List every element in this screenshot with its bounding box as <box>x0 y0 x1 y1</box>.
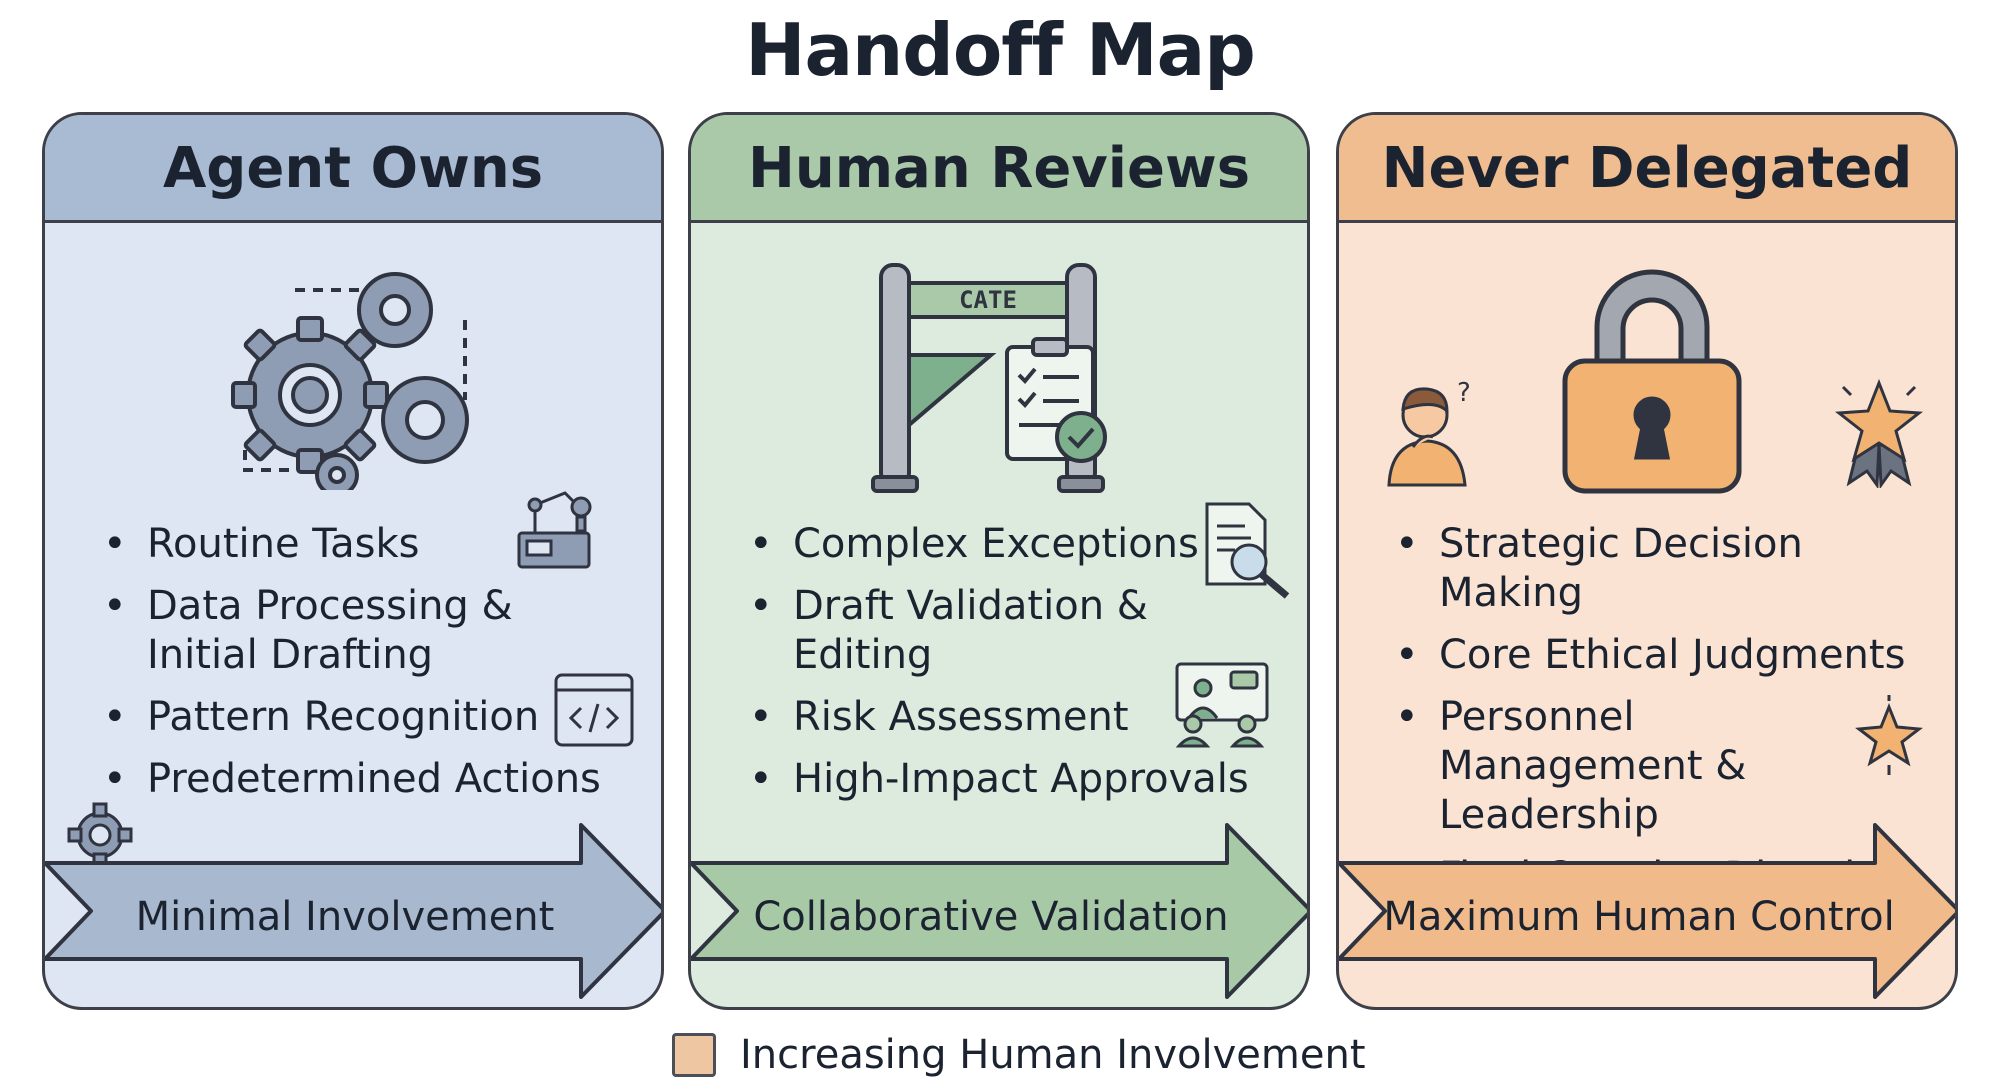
star-badge-icon <box>1834 378 1924 488</box>
column-header: Human Reviews <box>691 115 1307 223</box>
bullet-list: Routine Tasks Data Processing & Initial … <box>103 520 601 817</box>
bullet-item: Pattern Recognition <box>103 693 601 742</box>
column-title: Never Delegated <box>1381 136 1913 201</box>
bullet-item: Routine Tasks <box>103 520 601 569</box>
legend-label: Increasing Human Involvement <box>740 1032 1366 1078</box>
column-agent-owns: Agent Owns <box>42 112 664 1010</box>
bullet-item: Strategic Decision Making <box>1395 520 1955 618</box>
arrow-shape <box>1339 823 1955 999</box>
gears-icon <box>231 272 469 490</box>
column-header: Agent Owns <box>45 115 661 223</box>
arrow-shape <box>45 823 661 999</box>
column-human-reviews: Human Reviews CATE <box>688 112 1310 1010</box>
bullet-item: Predetermined Actions <box>103 755 601 804</box>
gate-label: CATE <box>959 286 1017 314</box>
legend-swatch <box>672 1033 716 1077</box>
bullet-item: Core Ethical Judgments <box>1395 631 1955 680</box>
bullet-item: Complex Exceptions <box>749 520 1249 569</box>
page-title: Handoff Map <box>745 8 1256 92</box>
checklist-icon <box>1005 337 1107 463</box>
svg-text:?: ? <box>1457 378 1471 408</box>
involvement-label: Minimal Involvement <box>135 894 555 940</box>
thinking-person-icon: ? <box>1387 378 1471 487</box>
bullet-item: Personnel Management & Leadership <box>1395 693 1909 840</box>
arrow-shape <box>691 823 1307 999</box>
column-title: Human Reviews <box>747 136 1251 201</box>
bullet-item: Risk Assessment <box>749 693 1249 742</box>
involvement-label: Maximum Human Control <box>1383 894 1895 940</box>
column-never-delegated: Never Delegated ? <box>1336 112 1958 1010</box>
bullet-item: Data Processing & Initial Drafting <box>103 582 527 680</box>
column-title: Agent Owns <box>162 136 544 201</box>
column-header: Never Delegated <box>1339 115 1955 223</box>
bullet-list: Complex Exceptions Draft Validation & Ed… <box>749 520 1249 817</box>
bullet-item: Draft Validation & Editing <box>749 582 1173 680</box>
involvement-label: Collaborative Validation <box>753 894 1229 940</box>
padlock-icon <box>1562 269 1742 494</box>
bullet-item: High-Impact Approvals <box>749 755 1249 804</box>
